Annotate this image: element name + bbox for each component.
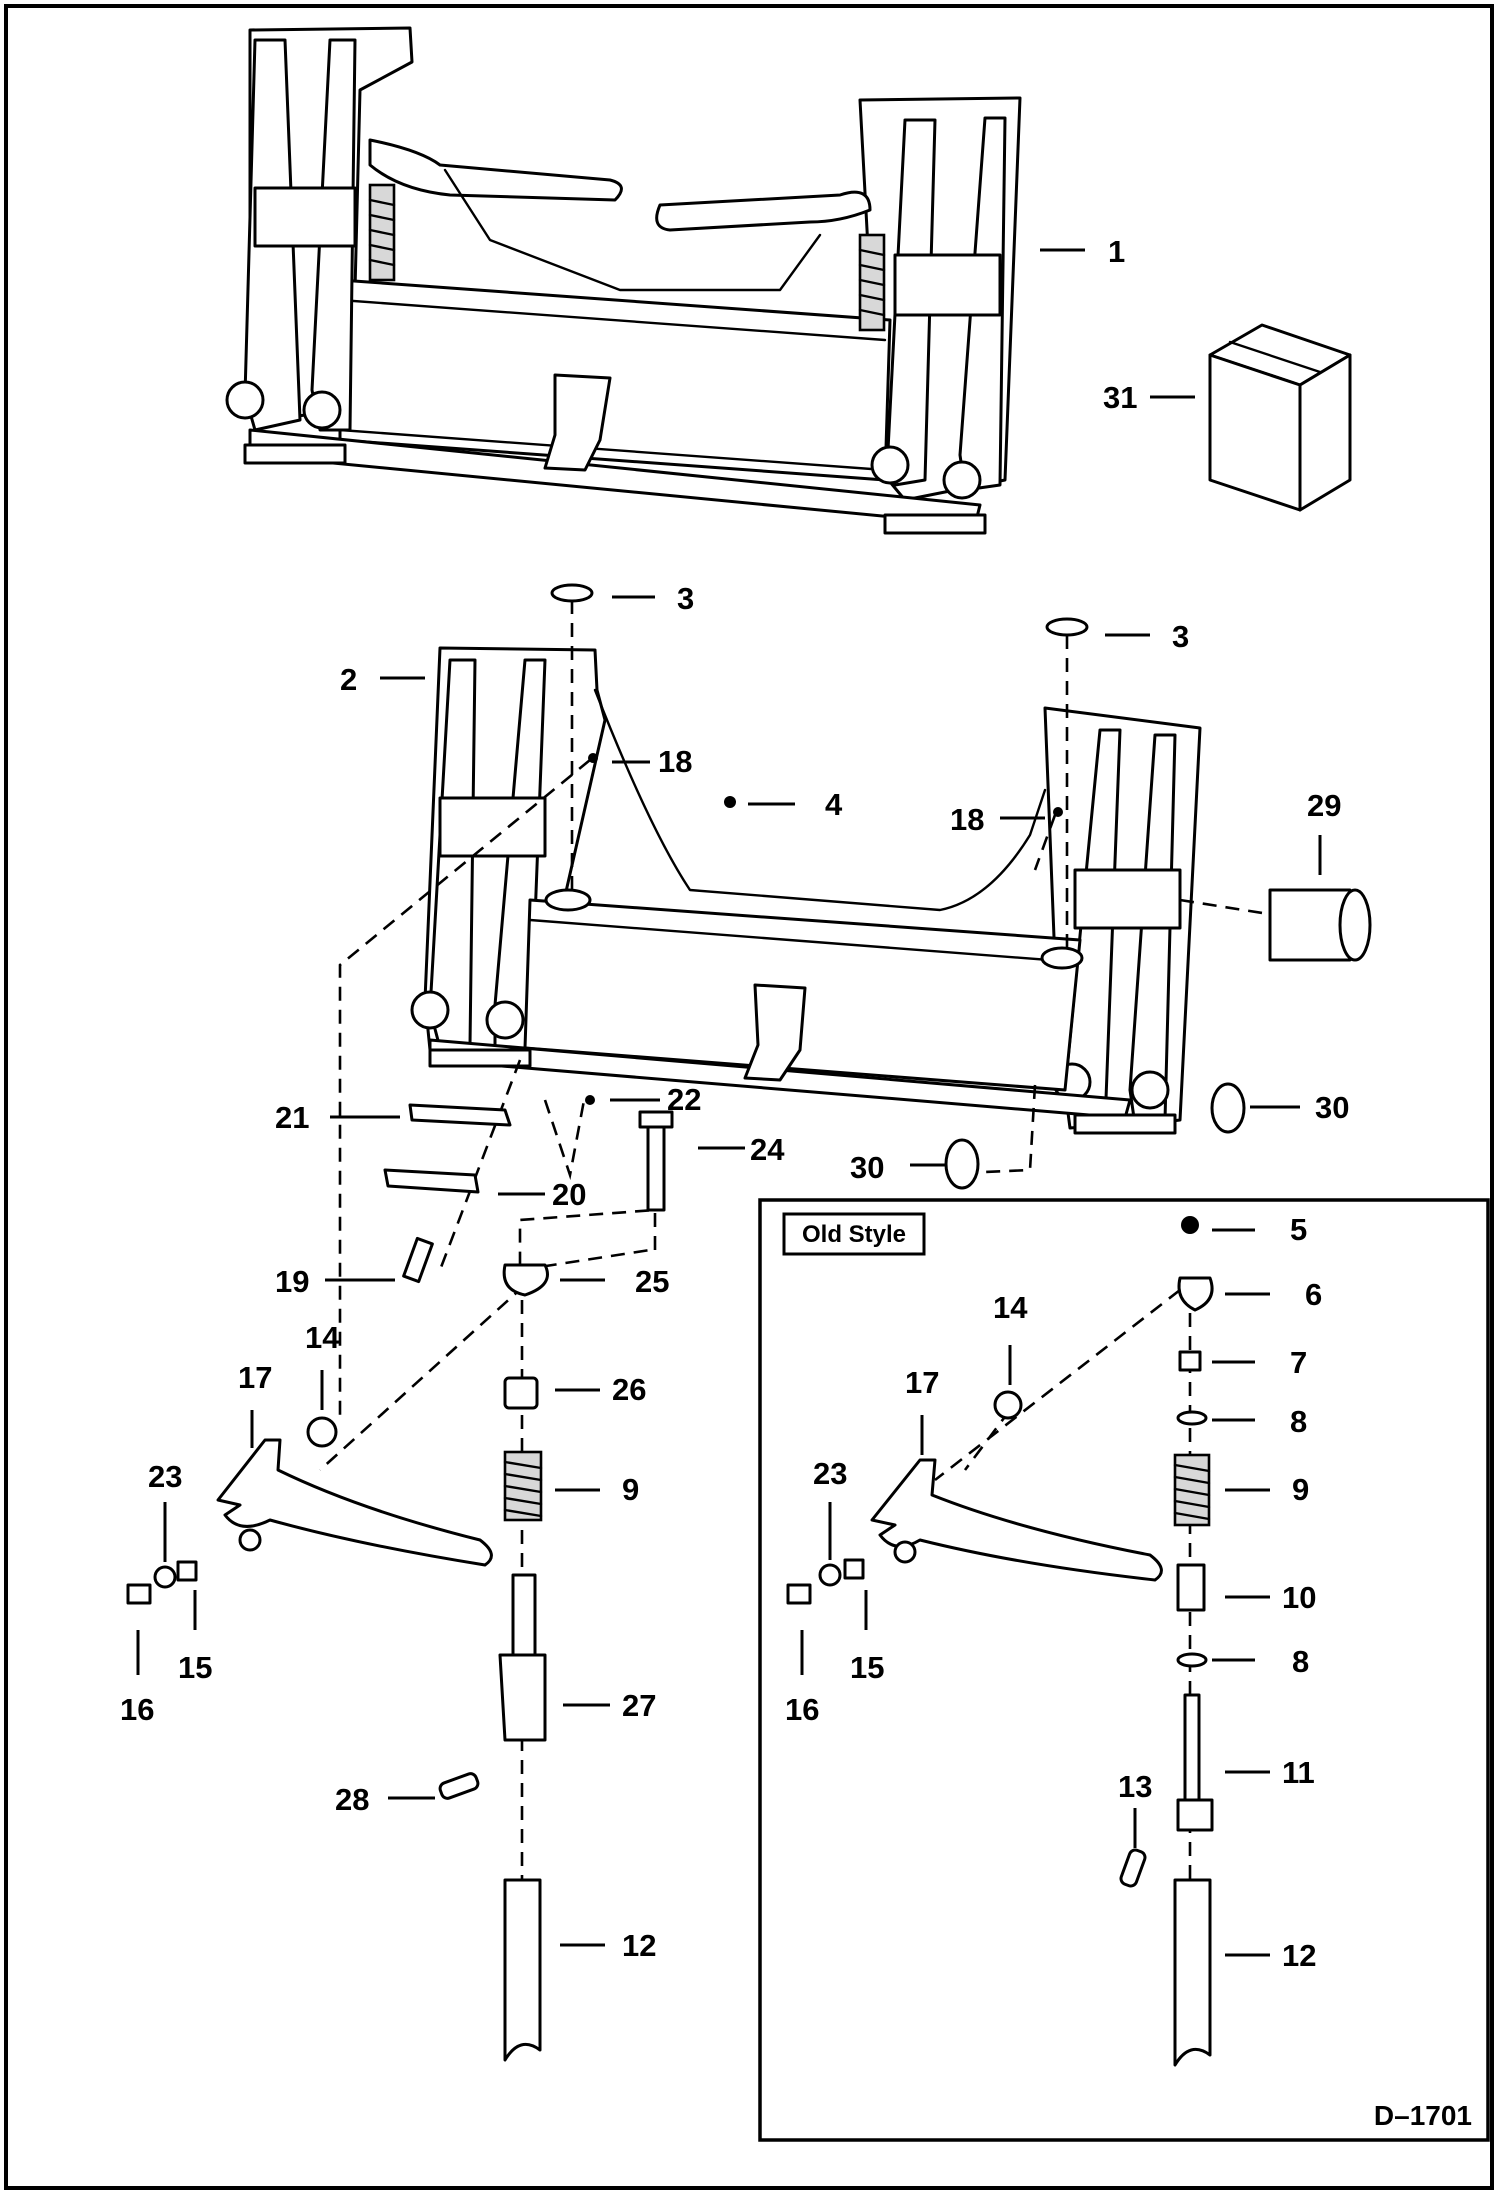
callout-18a: 18 bbox=[658, 744, 692, 779]
callout-2: 2 bbox=[340, 662, 357, 697]
callout-14: 14 bbox=[305, 1320, 340, 1355]
callout-3a: 3 bbox=[677, 581, 694, 616]
inset-callout-10: 10 bbox=[1282, 1580, 1316, 1615]
inset-callout-8b: 8 bbox=[1292, 1644, 1309, 1679]
callout-29: 29 bbox=[1307, 788, 1341, 823]
drawing-id: D–1701 bbox=[1374, 2100, 1472, 2131]
callout-23: 23 bbox=[148, 1459, 182, 1494]
frame-weldment bbox=[410, 646, 1202, 1135]
inset-callout-17: 17 bbox=[905, 1365, 939, 1400]
inset-callout-12: 12 bbox=[1282, 1938, 1316, 1973]
callout-17: 17 bbox=[238, 1360, 272, 1395]
callout-15: 15 bbox=[178, 1650, 212, 1685]
callout-4: 4 bbox=[825, 787, 843, 822]
inset-title: Old Style bbox=[802, 1221, 906, 1248]
callout-25: 25 bbox=[635, 1264, 669, 1299]
inset-callout-14: 14 bbox=[993, 1290, 1028, 1325]
callout-18b: 18 bbox=[950, 802, 984, 837]
callout-20: 20 bbox=[552, 1177, 586, 1212]
callout-1: 1 bbox=[1108, 234, 1125, 269]
inset-callout-16: 16 bbox=[785, 1692, 819, 1727]
callout-19: 19 bbox=[275, 1264, 309, 1299]
callout-12: 12 bbox=[622, 1928, 656, 1963]
inset-callout-8a: 8 bbox=[1290, 1404, 1307, 1439]
callout-31: 31 bbox=[1103, 380, 1137, 415]
callout-30b: 30 bbox=[850, 1150, 884, 1185]
leader-lines bbox=[136, 248, 1322, 1957]
inset-callout-5: 5 bbox=[1290, 1212, 1307, 1247]
outer-border bbox=[4, 4, 1494, 2190]
callout-labels: 1 31 2 3 3 18 18 4 29 30 30 21 22 24 20 … bbox=[120, 234, 1472, 2131]
callout-16: 16 bbox=[120, 1692, 154, 1727]
mounting-frame-assembly bbox=[225, 26, 1022, 535]
inset-callout-13: 13 bbox=[1118, 1769, 1152, 1804]
callout-26: 26 bbox=[612, 1372, 646, 1407]
inset-callout-9: 9 bbox=[1292, 1472, 1309, 1507]
callout-24: 24 bbox=[750, 1132, 785, 1167]
callout-27: 27 bbox=[622, 1688, 656, 1723]
inset-border bbox=[758, 1198, 1490, 2142]
inset-label-box bbox=[782, 1212, 926, 1256]
callout-3b: 3 bbox=[1172, 619, 1189, 654]
callout-30a: 30 bbox=[1315, 1090, 1349, 1125]
callout-21: 21 bbox=[275, 1100, 309, 1135]
parts-box bbox=[1208, 323, 1352, 512]
callout-9: 9 bbox=[622, 1472, 639, 1507]
callout-22: 22 bbox=[667, 1082, 701, 1117]
inset-callout-7: 7 bbox=[1290, 1345, 1307, 1380]
inset-callout-11: 11 bbox=[1282, 1755, 1315, 1790]
callout-28: 28 bbox=[335, 1782, 369, 1817]
assembly-dashed-lines bbox=[319, 600, 1276, 2010]
inset-callout-23: 23 bbox=[813, 1456, 847, 1491]
old-style-inset: Old Style bbox=[758, 1198, 1490, 2142]
small-parts-main bbox=[126, 583, 1372, 2062]
inset-callout-15: 15 bbox=[850, 1650, 884, 1685]
inset-callout-6: 6 bbox=[1305, 1277, 1322, 1312]
